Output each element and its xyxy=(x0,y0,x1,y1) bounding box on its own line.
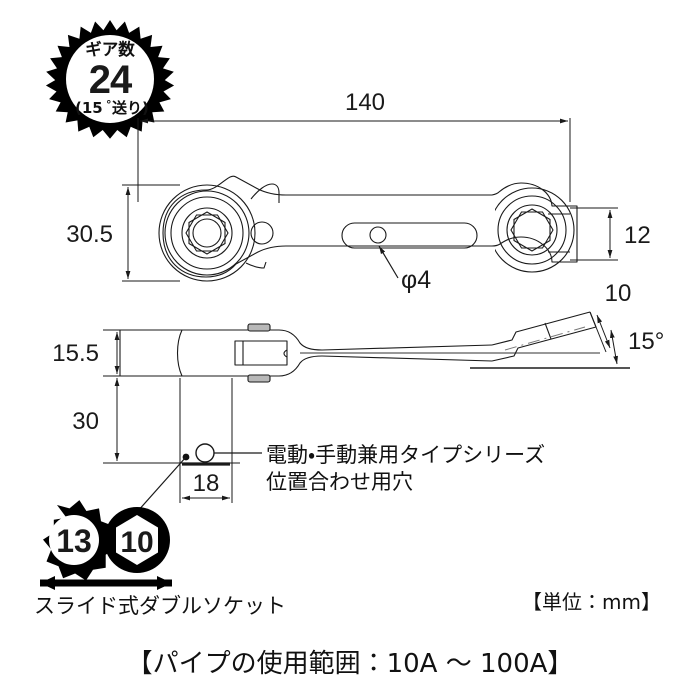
ratchet-head-outer-ring xyxy=(158,184,256,282)
dim-line-15deg xyxy=(610,329,618,365)
shank-slot xyxy=(341,222,478,249)
dimension-label-12: 12 xyxy=(624,222,651,249)
dimension-bend-angle xyxy=(610,329,618,365)
box-end-head xyxy=(495,187,575,273)
box-end-ring xyxy=(497,195,567,265)
badge-line3: (15 ° 送り) xyxy=(75,98,149,117)
badge-line3-prefix: (15 xyxy=(75,99,103,117)
dimension-label-30: 30 xyxy=(72,408,99,435)
side-selector-knob-top xyxy=(247,323,271,332)
ratchet-head-ring-3 xyxy=(170,196,244,270)
ratchet-pivot-hole xyxy=(250,221,274,245)
dimension-offset-width xyxy=(179,466,233,503)
side-shank-top xyxy=(321,344,493,351)
dimension-label-140: 140 xyxy=(345,89,385,116)
side-tip-step-line xyxy=(544,322,552,340)
phi4-hole xyxy=(369,226,387,244)
badge-line3-suffix: 送り) xyxy=(112,99,149,117)
dimension-side-height xyxy=(103,329,235,377)
alignment-hole-text-line1: 電動・手動兼用タイプシリーズ xyxy=(266,443,545,467)
gear-count-badge: ギア数 24 (15 ° 送り) xyxy=(45,20,175,139)
dimension-head-width xyxy=(122,184,180,282)
alignment-hole-text-line2: 位置合わせ用穴 xyxy=(266,470,413,494)
wrench-outline xyxy=(162,175,578,278)
dimension-box-end-width xyxy=(570,207,618,261)
side-head-round-contour xyxy=(176,329,183,377)
ratchet-socket-inner xyxy=(192,218,222,248)
alignment-hole-annotation: 電動・手動兼用タイプシリーズ 位置合わせ用穴 xyxy=(266,443,545,494)
socket-badge-10-inner-hex xyxy=(116,515,158,565)
ratchet-selector-lever xyxy=(250,183,280,203)
phi4-label: φ4 xyxy=(401,266,431,294)
side-selector-knob-bottom xyxy=(247,374,271,383)
ratchet-head-ring-2 xyxy=(164,190,250,276)
socket-badge-13: 13 xyxy=(43,500,117,581)
phi4-callout: φ4 xyxy=(378,245,431,294)
box-end-12pt-hex-a xyxy=(513,208,551,252)
socket-badge-10: 10 xyxy=(104,507,170,573)
shank-oval-slot xyxy=(341,222,478,249)
box-end-outer xyxy=(495,187,575,273)
phi4-leader-line xyxy=(378,245,399,279)
top-view-wrench xyxy=(162,175,578,278)
socket-12pt-hex-a xyxy=(188,211,226,255)
socket-badge-13-label: 13 xyxy=(56,523,92,559)
ratchet-socket-outer xyxy=(181,207,233,259)
box-end-open-jaw xyxy=(548,205,577,263)
dimension-label-305: 30.5 xyxy=(66,221,113,248)
dimension-label-10: 10 xyxy=(605,280,632,307)
socket-badge-10-label: 10 xyxy=(120,526,153,559)
badge-line3-degree: ° xyxy=(106,98,112,111)
side-neck-top xyxy=(278,329,323,351)
socket-10-leader xyxy=(136,456,187,513)
pipe-range-note: 【パイプの使用範囲：10A 〜 100A】 xyxy=(127,649,574,679)
dimension-overall-length xyxy=(137,118,571,202)
socket-12pt-hex-b xyxy=(185,214,229,252)
box-end-bore xyxy=(506,204,558,256)
dimension-label-155: 15.5 xyxy=(52,340,99,367)
dimension-tip-length xyxy=(589,311,611,353)
side-tip-upper-edge xyxy=(491,311,591,346)
ratchet-head xyxy=(158,183,280,282)
dimension-label-18: 18 xyxy=(193,470,220,497)
badge-line1: ギア数 xyxy=(85,39,135,59)
side-socket-window-notch xyxy=(283,349,288,358)
dim-line-10 xyxy=(596,314,611,349)
side-tip-lower-edge xyxy=(491,326,597,362)
side-socket-window xyxy=(234,340,288,366)
side-neck-bottom xyxy=(278,355,323,377)
slide-socket-caption: スライド式ダブルソケット xyxy=(34,594,286,618)
unit-note: 【単位：mm】 xyxy=(522,590,661,614)
ratchet-lever-base xyxy=(245,261,267,269)
side-view-wrench xyxy=(119,311,600,383)
badge-inner-disc xyxy=(66,35,154,123)
side-tip-centerline xyxy=(504,326,586,351)
badge-value: 24 xyxy=(89,58,133,102)
dimension-label-15deg: 15° xyxy=(628,328,664,355)
side-shank-bottom xyxy=(321,355,493,362)
box-end-12pt-hex-b xyxy=(510,211,554,249)
socket-badge-13-inner xyxy=(49,515,99,565)
